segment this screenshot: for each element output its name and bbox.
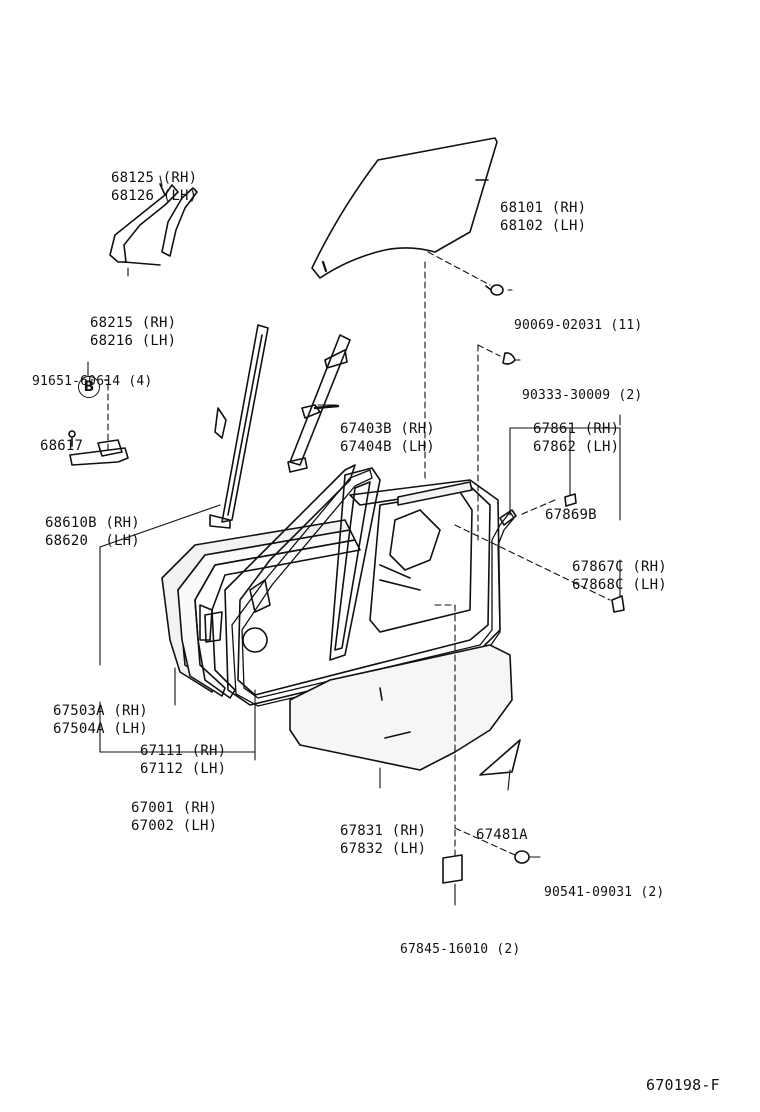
- part-label-68125: 68125 (RH)68126 (LH): [111, 170, 198, 204]
- door-trim-panel: [289, 644, 513, 771]
- part-label-91651: 91651-60614 (4): [32, 374, 153, 389]
- part-label-67861: 67861 (RH)67862 (LH): [533, 421, 620, 455]
- part-label-67403b: 67403B (RH)67404B (LH): [340, 421, 435, 455]
- fasteners: [485, 284, 625, 864]
- trim-piece: [479, 739, 521, 776]
- part-label-67869b: 67869B: [545, 507, 597, 523]
- part-label-68617: 68617: [40, 438, 84, 454]
- part-label-68610b: 68610B (RH)68620 (LH): [45, 515, 140, 549]
- leader-lines: [87, 175, 621, 906]
- door-weatherstrip: [231, 469, 517, 707]
- door-inner-panel: [224, 464, 501, 706]
- diagram-reference-code: 670198-F: [646, 1076, 720, 1094]
- part-label-67001: 67001 (RH)67002 (LH): [131, 800, 218, 834]
- door-shell: [161, 519, 361, 699]
- part-label-90069: 90069-02031 (11): [514, 318, 643, 333]
- part-label-67867c: 67867C (RH)67868C (LH): [572, 559, 667, 593]
- part-label-67831: 67831 (RH)67832 (LH): [340, 823, 427, 857]
- window-regulator: [287, 334, 351, 473]
- door-glass: [311, 137, 498, 279]
- part-label-68101: 68101 (RH)68102 (LH): [500, 200, 587, 234]
- dashed-reference-lines: [107, 251, 611, 856]
- reference-badge-b: B: [78, 376, 100, 398]
- door-lock-assembly: [68, 379, 129, 466]
- part-label-67111: 67111 (RH)67112 (LH): [140, 743, 227, 777]
- hole-plug: [442, 854, 463, 884]
- glass-run-channel-small: [109, 183, 198, 266]
- part-label-68215: 68215 (RH)68216 (LH): [90, 315, 177, 349]
- part-label-67481a: 67481A: [476, 827, 528, 843]
- part-label-67845: 67845-16010 (2): [400, 942, 521, 957]
- part-label-90541: 90541-09031 (2): [544, 885, 665, 900]
- part-label-90333: 90333-30009 (2): [522, 388, 643, 403]
- window-channel: [209, 324, 269, 529]
- part-label-67503a: 67503A (RH)67504A (LH): [53, 703, 148, 737]
